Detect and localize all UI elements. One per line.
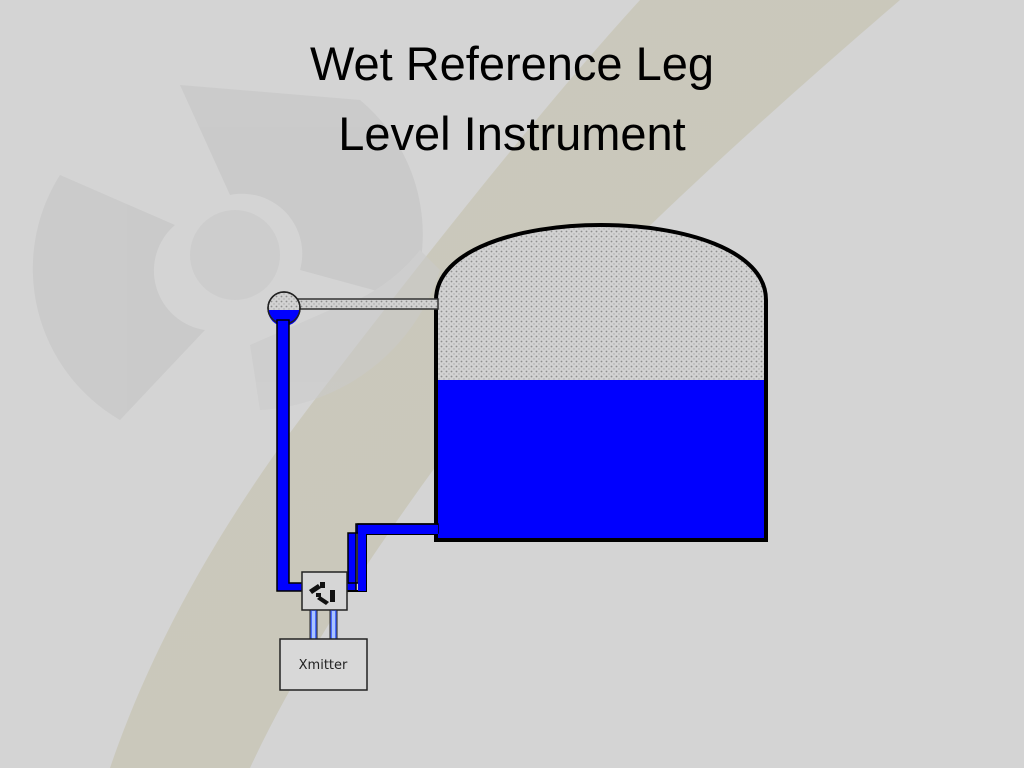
tank-outline	[434, 223, 768, 542]
transmitter: Xmitter	[279, 638, 368, 691]
page-title-line-2: Level Instrument	[338, 107, 686, 160]
page-title-line-1: Wet Reference Leg	[309, 37, 715, 90]
valve-manifold-icon	[301, 571, 348, 611]
tank-liquid	[436, 380, 766, 541]
transmitter-label: Xmitter	[299, 658, 348, 673]
upper-tap-pipe	[297, 298, 439, 310]
tank-vapor-space	[436, 225, 766, 380]
impulse-lines	[309, 609, 338, 641]
wet-reference-leg	[276, 319, 305, 592]
radiation-trefoil-icon	[32, 85, 440, 420]
